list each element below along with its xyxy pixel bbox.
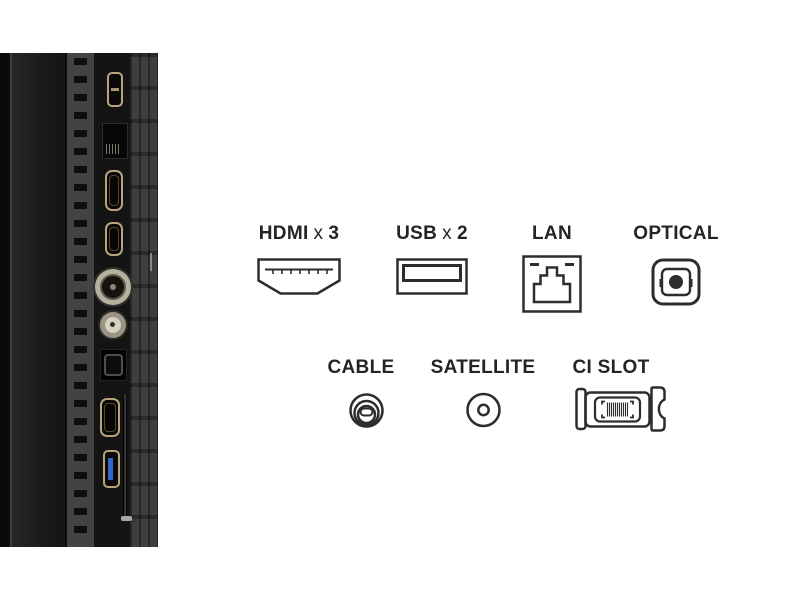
optical-label: OPTICAL: [633, 223, 719, 244]
photo-cable-coax-connector: [95, 269, 131, 305]
legend-cable: CABLE: [301, 356, 421, 431]
cable-icon: [348, 393, 385, 431]
tv-side-panel-photo: [0, 53, 158, 547]
legend-ci-slot: CI SLOT: [551, 356, 671, 432]
legend-optical: OPTICAL: [616, 222, 736, 306]
satellite-label: SATELLITE: [430, 357, 536, 378]
photo-optical-port: [100, 349, 127, 381]
back-texture: [130, 53, 158, 547]
photo-lan-port: [102, 123, 128, 159]
legend-satellite: SATELLITE: [423, 356, 543, 428]
legend-lan: LAN: [492, 222, 612, 313]
photo-usb3-port: [103, 450, 120, 488]
panel-seam: [10, 53, 12, 547]
photo-usb-port: [107, 72, 123, 107]
hdmi-icon: [257, 258, 341, 295]
panel-edge: [0, 53, 10, 547]
optical-icon: [651, 258, 701, 306]
photo-hdmi-port-1: [105, 170, 123, 211]
ci-slot-label: CI SLOT: [572, 357, 650, 378]
photo-satellite-coax-connector: [100, 312, 126, 338]
ci-slot-icon: [574, 386, 666, 432]
usb-icon: [396, 258, 468, 295]
coax-center: [110, 322, 115, 327]
lan-label: LAN: [532, 223, 572, 244]
vent-strip: [67, 53, 94, 547]
coax-barrel: [100, 274, 126, 300]
photo-ci-slot-end: [121, 516, 132, 521]
panel-side: [12, 53, 67, 547]
lan-icon: [522, 255, 582, 313]
coax-pin: [110, 284, 116, 290]
photo-hdmi-port-3: [100, 398, 120, 437]
photo-hdmi-port-2: [105, 222, 123, 256]
panel-highlight: [150, 253, 152, 271]
photo-ci-card-slot: [123, 394, 128, 520]
satellite-icon: [465, 392, 501, 428]
cable-label: CABLE: [327, 357, 395, 378]
